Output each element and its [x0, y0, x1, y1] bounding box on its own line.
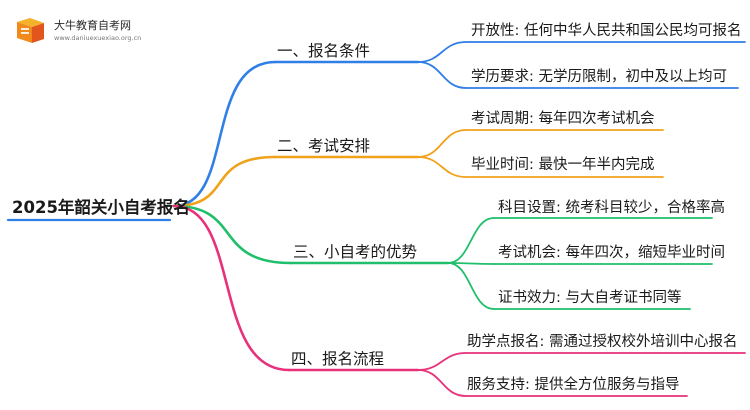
leaf-connector: [417, 61, 467, 89]
leaf-value: 提供全方位服务与指导: [534, 377, 680, 393]
leaf-separator: :: [556, 200, 566, 216]
leaf-value: 需通过授权校外培训中心报名: [549, 334, 738, 350]
leaf-label: 考试机会: [498, 245, 556, 261]
leaf-value: 每年四次考试机会: [538, 111, 655, 127]
branch-registration-process: 四、报名流程: [291, 350, 385, 368]
leaf-connector: [417, 156, 467, 178]
leaf-education-requirement: 学历要求: 无学历限制，初中及以上均可: [471, 65, 727, 86]
branch-connector: [172, 204, 291, 372]
leaf-value: 统考科目较少，合格率高: [565, 200, 726, 216]
leaf-label: 科目设置: [498, 200, 556, 216]
branch-connector: [172, 204, 293, 265]
leaf-separator: :: [529, 69, 539, 85]
leaf-separator: :: [539, 334, 549, 350]
leaf-value: 任何中华人民共和国公民均可报名: [524, 23, 742, 39]
site-logo: 大牛教育自考网 www.daniuexuexiao.org.cn: [14, 14, 174, 48]
branch-connector: [172, 155, 277, 208]
leaf-graduation-time: 毕业时间: 最快一年半内完成: [471, 153, 655, 174]
logo-title: 大牛教育自考网: [54, 19, 131, 32]
leaf-connector: [417, 129, 467, 158]
leaf-label: 毕业时间: [471, 157, 529, 173]
leaf-separator: :: [556, 245, 566, 261]
leaf-openness: 开放性: 任何中华人民共和国公民均可报名: [471, 19, 742, 40]
root-topic: 2025年韶关小自考报名: [12, 198, 190, 217]
leaf-connector: [447, 217, 495, 264]
leaf-label: 学历要求: [471, 69, 529, 85]
branch-connector: [172, 60, 277, 208]
leaf-exam-cycle: 考试周期: 每年四次考试机会: [471, 107, 655, 128]
leaf-connector: [417, 41, 467, 63]
branch-exam-schedule: 二、考试安排: [277, 137, 371, 155]
leaf-label: 助学点报名: [467, 334, 540, 350]
leaf-separator: :: [556, 290, 566, 306]
leaf-connector: [447, 262, 495, 310]
leaf-value: 每年四次，缩短毕业时间: [565, 245, 726, 261]
leaf-separator: :: [529, 111, 539, 127]
book-logo-icon: [17, 18, 44, 43]
leaf-certificate-validity: 证书效力: 与大自考证书同等: [498, 286, 682, 307]
logo-url: www.daniuexuexiao.org.cn: [54, 34, 142, 42]
leaf-separator: :: [525, 377, 535, 393]
leaf-separator: :: [514, 23, 524, 39]
leaf-exam-opportunities: 考试机会: 每年四次，缩短毕业时间: [498, 241, 725, 262]
leaf-subject-setup: 科目设置: 统考科目较少，合格率高: [498, 196, 725, 217]
leaf-label: 考试周期: [471, 111, 529, 127]
leaf-label: 服务支持: [467, 377, 525, 393]
leaf-value: 与大自考证书同等: [565, 290, 682, 306]
leaf-service-support: 服务支持: 提供全方位服务与指导: [467, 373, 680, 394]
leaf-value: 最快一年半内完成: [538, 157, 655, 173]
leaf-separator: :: [529, 157, 539, 173]
leaf-label: 证书效力: [498, 290, 556, 306]
leaf-connector: [417, 352, 467, 371]
leaf-label: 开放性: [471, 23, 515, 39]
branch-registration-conditions: 一、报名条件: [277, 42, 371, 60]
leaf-connector: [417, 369, 467, 397]
leaf-value: 无学历限制，初中及以上均可: [538, 69, 728, 85]
leaf-study-center-registration: 助学点报名: 需通过授权校外培训中心报名: [467, 330, 738, 351]
branch-advantages: 三、小自考的优势: [293, 243, 418, 261]
